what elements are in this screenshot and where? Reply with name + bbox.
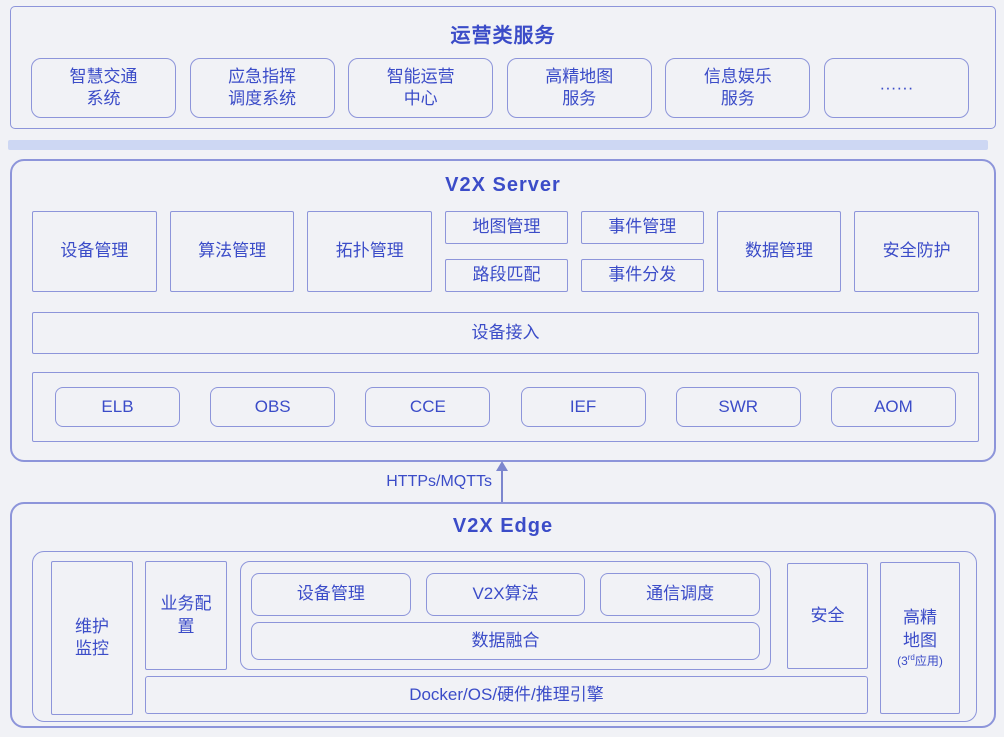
cloud-service-elb: ELB xyxy=(55,387,180,427)
edge-hd-map-note: (3rd应用) xyxy=(897,653,943,669)
module-stack-map: 地图管理 路段匹配 xyxy=(445,211,568,292)
edge-v2x-algorithm: V2X算法 xyxy=(425,573,586,616)
service-item-infotainment: 信息娱乐 服务 xyxy=(665,58,811,118)
protocol-label: HTTPs/MQTTs xyxy=(386,473,492,490)
services-section-title: 运营类服务 xyxy=(450,25,556,47)
cloud-service-ief: IEF xyxy=(520,387,646,427)
edge-functions-container: 设备管理 V2X算法 通信调度 数据融合 xyxy=(240,561,771,670)
edge-section: V2X Edge 维护 监控 业务配 置 设备管理 V2X算法 通信调度 数据融… xyxy=(10,502,996,728)
edge-data-fusion-bar: 数据融合 xyxy=(251,622,760,660)
service-item-smart-traffic: 智慧交通 系统 xyxy=(31,58,176,118)
service-item-more-ellipsis: ······ xyxy=(823,58,969,118)
module-topology-management: 拓扑管理 xyxy=(307,211,433,292)
edge-security: 安全 xyxy=(787,563,868,669)
server-section-title: V2X Server xyxy=(445,174,561,196)
service-item-hd-map-service: 高精地图 服务 xyxy=(506,58,652,118)
edge-platform-bar: Docker/OS/硬件/推理引擎 xyxy=(145,676,868,714)
services-row: 智慧交通 系统 应急指挥 调度系统 智能运营 中心 高精地图 服务 信息娱乐 服… xyxy=(11,58,995,118)
section-divider-bar xyxy=(8,140,988,150)
module-event-distribution: 事件分发 xyxy=(580,259,704,292)
server-modules-row: 设备管理 算法管理 拓扑管理 地图管理 路段匹配 事件管理 事件分发 数据管理 … xyxy=(32,211,980,292)
edge-service-configuration: 业务配 置 xyxy=(145,561,227,670)
module-event-management: 事件管理 xyxy=(580,211,704,244)
cloud-service-obs: OBS xyxy=(210,387,336,427)
service-item-emergency-dispatch: 应急指挥 调度系统 xyxy=(189,58,335,118)
module-data-management: 数据管理 xyxy=(716,211,842,292)
edge-device-management: 设备管理 xyxy=(251,573,411,616)
edge-maintenance-monitoring: 维护 监控 xyxy=(51,561,133,715)
module-algorithm-management: 算法管理 xyxy=(169,211,295,292)
module-security-protection: 安全防护 xyxy=(854,211,980,292)
edge-hd-map-name: 高精 地图 xyxy=(903,608,937,650)
device-access-bar: 设备接入 xyxy=(32,312,979,354)
module-map-management: 地图管理 xyxy=(445,211,568,244)
uplink-arrow-head-icon xyxy=(496,461,508,471)
services-section: 运营类服务 智慧交通 系统 应急指挥 调度系统 智能运营 中心 高精地图 服务 … xyxy=(10,6,996,129)
edge-functions-row: 设备管理 V2X算法 通信调度 xyxy=(251,573,761,616)
module-stack-event: 事件管理 事件分发 xyxy=(580,211,704,292)
edge-communication-scheduling: 通信调度 xyxy=(600,573,761,616)
edge-inner-container: 维护 监控 业务配 置 设备管理 V2X算法 通信调度 数据融合 安全 高精 地… xyxy=(32,551,977,722)
cloud-services-container: ELB OBS CCE IEF SWR AOM xyxy=(32,372,979,442)
module-road-matching: 路段匹配 xyxy=(445,259,568,292)
service-item-intelligent-operation-center: 智能运营 中心 xyxy=(348,58,494,118)
cloud-service-cce: CCE xyxy=(365,387,491,427)
uplink-arrow-line xyxy=(501,470,503,503)
server-section: V2X Server 设备管理 算法管理 拓扑管理 地图管理 路段匹配 事件管理… xyxy=(10,159,996,462)
cloud-service-swr: SWR xyxy=(675,387,801,427)
edge-hd-map: 高精 地图 (3rd应用) xyxy=(880,562,960,714)
module-device-management: 设备管理 xyxy=(32,211,157,292)
edge-section-title: V2X Edge xyxy=(452,515,554,537)
cloud-service-aom: AOM xyxy=(830,387,956,427)
